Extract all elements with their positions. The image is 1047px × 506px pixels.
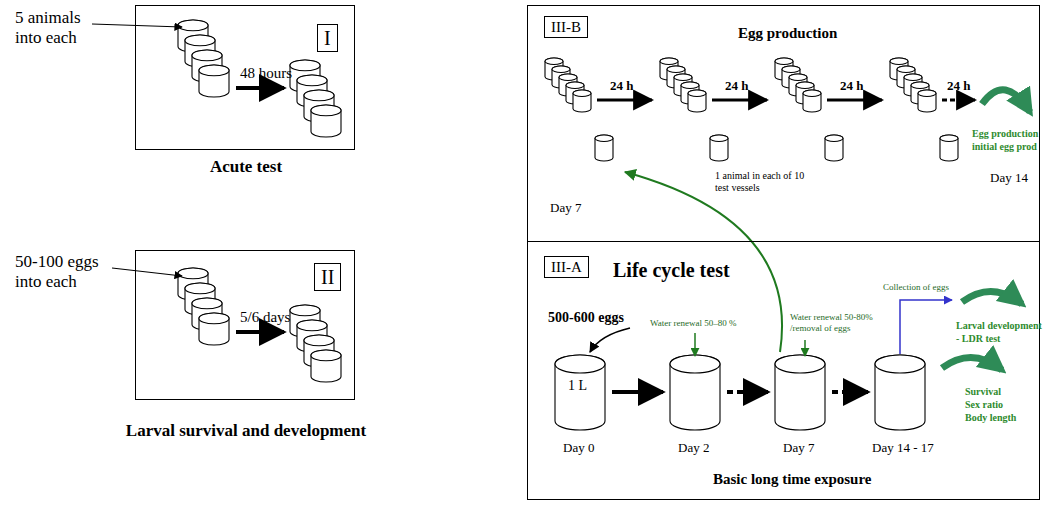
- flow-arrow: [827, 99, 882, 102]
- flow-arrow: [712, 99, 767, 102]
- section-heading: Egg production: [738, 24, 837, 42]
- vessel: [825, 135, 843, 161]
- outcome-arrow: [982, 90, 1030, 112]
- vessel: [940, 135, 958, 161]
- panel-id: II: [314, 263, 341, 291]
- panel-caption: Larval survival and development: [96, 421, 396, 441]
- panel-id: III-A: [544, 256, 589, 278]
- flow-arrow: [612, 390, 663, 394]
- vessel: [875, 355, 925, 430]
- vessels: [178, 20, 958, 430]
- panel-id: III-B: [544, 16, 588, 38]
- outcome-label: Larval development: [956, 320, 1042, 332]
- arrows: [92, 24, 1030, 392]
- leader-arrow: [112, 268, 182, 276]
- leader-arrow: [590, 328, 630, 352]
- leader-arrow: [92, 24, 182, 27]
- section-heading: Life cycle test: [613, 258, 730, 282]
- callout-note: 500-600 eggs: [548, 310, 624, 327]
- vessel: [199, 313, 229, 345]
- process-note: Collection of eggs: [883, 282, 949, 293]
- process-note: Water renewal 50–80 %: [650, 318, 737, 329]
- flow-arrow: [942, 99, 975, 102]
- day-label: Day 7: [783, 440, 814, 456]
- outcome-label: initial egg prod: [972, 141, 1037, 153]
- panel-caption: Acute test: [106, 157, 386, 177]
- duration-label: 24 h: [840, 78, 863, 94]
- day-label: Day 14 - 17: [872, 440, 934, 456]
- callout-note: 5 animals into each: [15, 8, 97, 49]
- panel-number: III-A: [551, 258, 582, 276]
- outcome-label: Egg production: [972, 128, 1038, 140]
- vessel: [710, 135, 728, 161]
- process-note: Water renewal 50-80% /removal of eggs: [790, 312, 885, 334]
- day-label: Day 0: [563, 440, 594, 456]
- panel-number: I: [324, 26, 331, 50]
- vessel: [311, 350, 341, 382]
- day-label: Day 7: [550, 200, 581, 216]
- volume-label: 1 L: [568, 378, 587, 395]
- test-section: Life cycle testBasic long time exposure I…: [527, 242, 1040, 500]
- flow-arrow: [236, 86, 284, 90]
- renewal-arrow: [804, 340, 806, 356]
- outcome-label: Survival: [965, 386, 1001, 398]
- callout-note: 1 animal in each of 10 test vessels: [715, 170, 810, 194]
- day-label: Day 14: [990, 170, 1028, 186]
- duration-label: 24 h: [947, 78, 970, 94]
- vessel: [555, 355, 605, 430]
- panel-number: III-B: [551, 18, 581, 36]
- vessel: [595, 135, 613, 161]
- section-caption: Basic long time exposure: [713, 470, 871, 488]
- panel-id: I: [317, 24, 338, 52]
- test-section: Egg production III-B: [527, 5, 1040, 242]
- outcome-label: - LDR test: [956, 333, 1000, 345]
- vessel: [775, 355, 825, 430]
- panel-number: II: [321, 265, 334, 289]
- vessel: [803, 90, 821, 112]
- vessel: [688, 90, 706, 112]
- flow-arrow: [597, 99, 652, 102]
- outcome-arrow: [962, 291, 1022, 304]
- flow-arrow: [832, 390, 868, 394]
- duration-label: 5/6 days: [240, 308, 290, 326]
- collection-arrow: [900, 300, 952, 354]
- vessel: [918, 90, 936, 112]
- duration-label: 24 h: [610, 78, 633, 94]
- flow-arrow: [236, 330, 284, 334]
- outcome-label: Body length: [965, 412, 1016, 424]
- vessel: [573, 90, 591, 112]
- callout-note: 50-100 eggs into each: [15, 252, 115, 293]
- day-label: Day 2: [678, 440, 709, 456]
- vessel: [199, 65, 229, 97]
- outcome-label: Sex ratio: [965, 399, 1003, 411]
- vessel: [311, 105, 341, 137]
- vessel: [670, 355, 720, 430]
- duration-label: 48 hours: [240, 64, 292, 82]
- flow-arrow: [727, 390, 768, 394]
- renewal-arrow: [694, 333, 696, 356]
- outcome-arrow: [942, 357, 1002, 370]
- duration-label: 24 h: [725, 78, 748, 94]
